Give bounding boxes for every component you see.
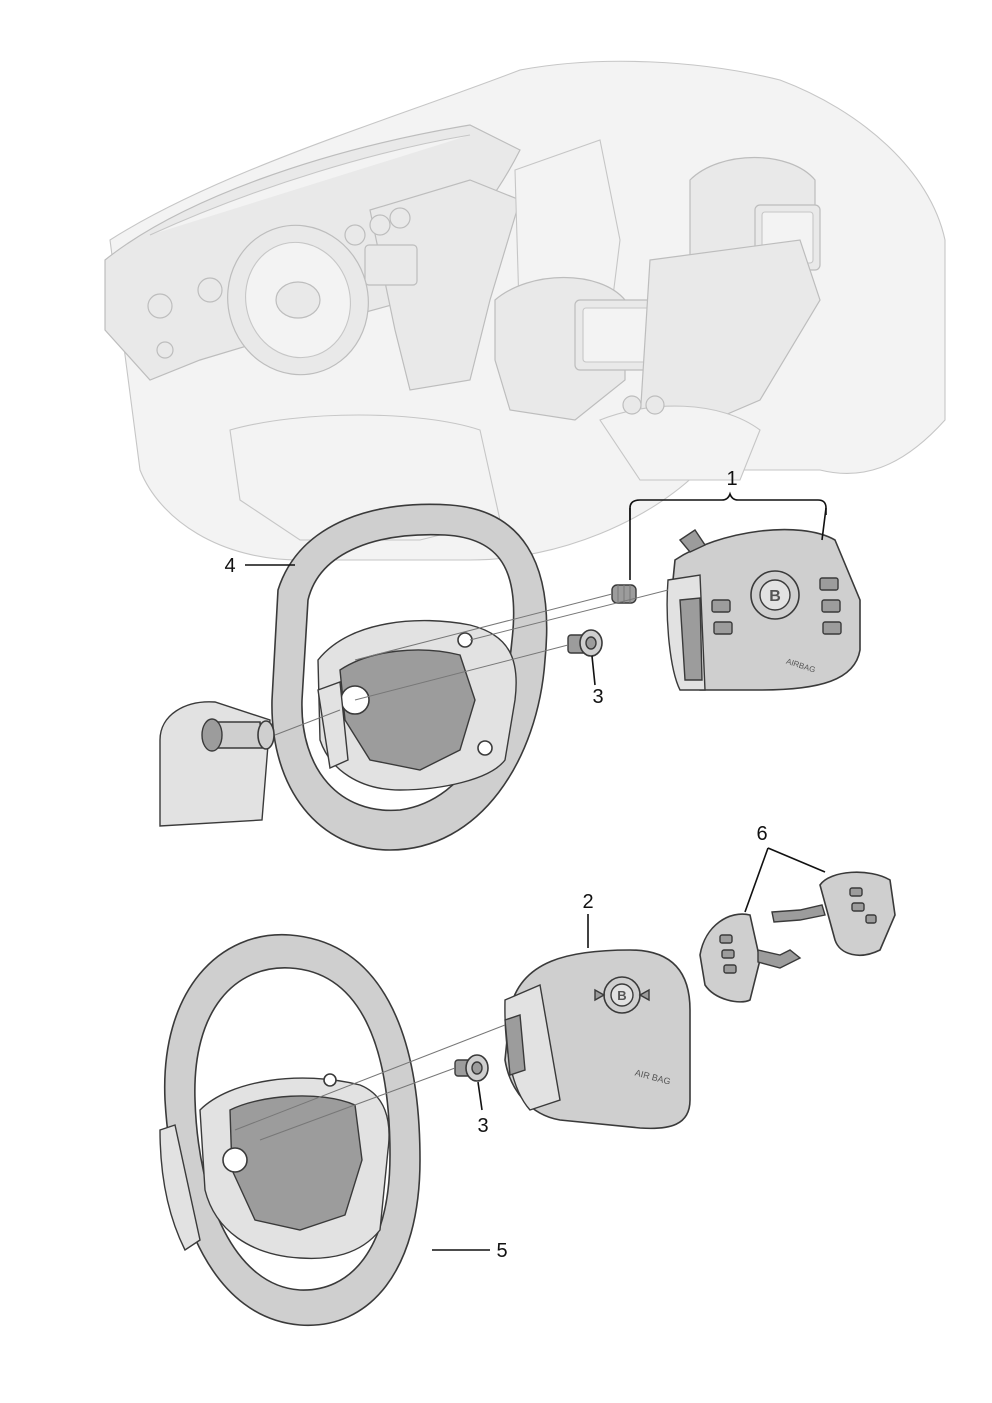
bolt-part-top [567,629,603,657]
spring-part [611,584,637,604]
callout-5: 5 [496,1240,507,1262]
alignment-lines-top [274,589,669,736]
callout-2: 2 [582,891,593,913]
steering-wheel-top [271,503,548,851]
switch-modules [699,871,896,1003]
callout-3-bottom: 3 [477,1115,488,1137]
airbag-module-assembly: B AIRBAG [666,528,861,691]
logo-letter-top: B [769,588,781,605]
leader-lines [245,491,827,1251]
callout-3-top: 3 [592,686,603,708]
steering-wheel-bottom [159,933,421,1327]
steering-column [159,701,275,827]
car-interior-illustration [104,60,946,561]
callout-6: 6 [756,823,767,845]
callout-1: 1 [726,468,737,490]
alignment-lines-bottom [234,1024,506,1141]
callout-4: 4 [224,555,235,577]
bolt-part-bottom [454,1054,489,1082]
logo-letter-bottom: B [617,988,626,1003]
callout-labels: 1 2 3 3 4 5 6 [224,468,767,1262]
airbag-bottom: B AIR BAG [504,949,691,1130]
